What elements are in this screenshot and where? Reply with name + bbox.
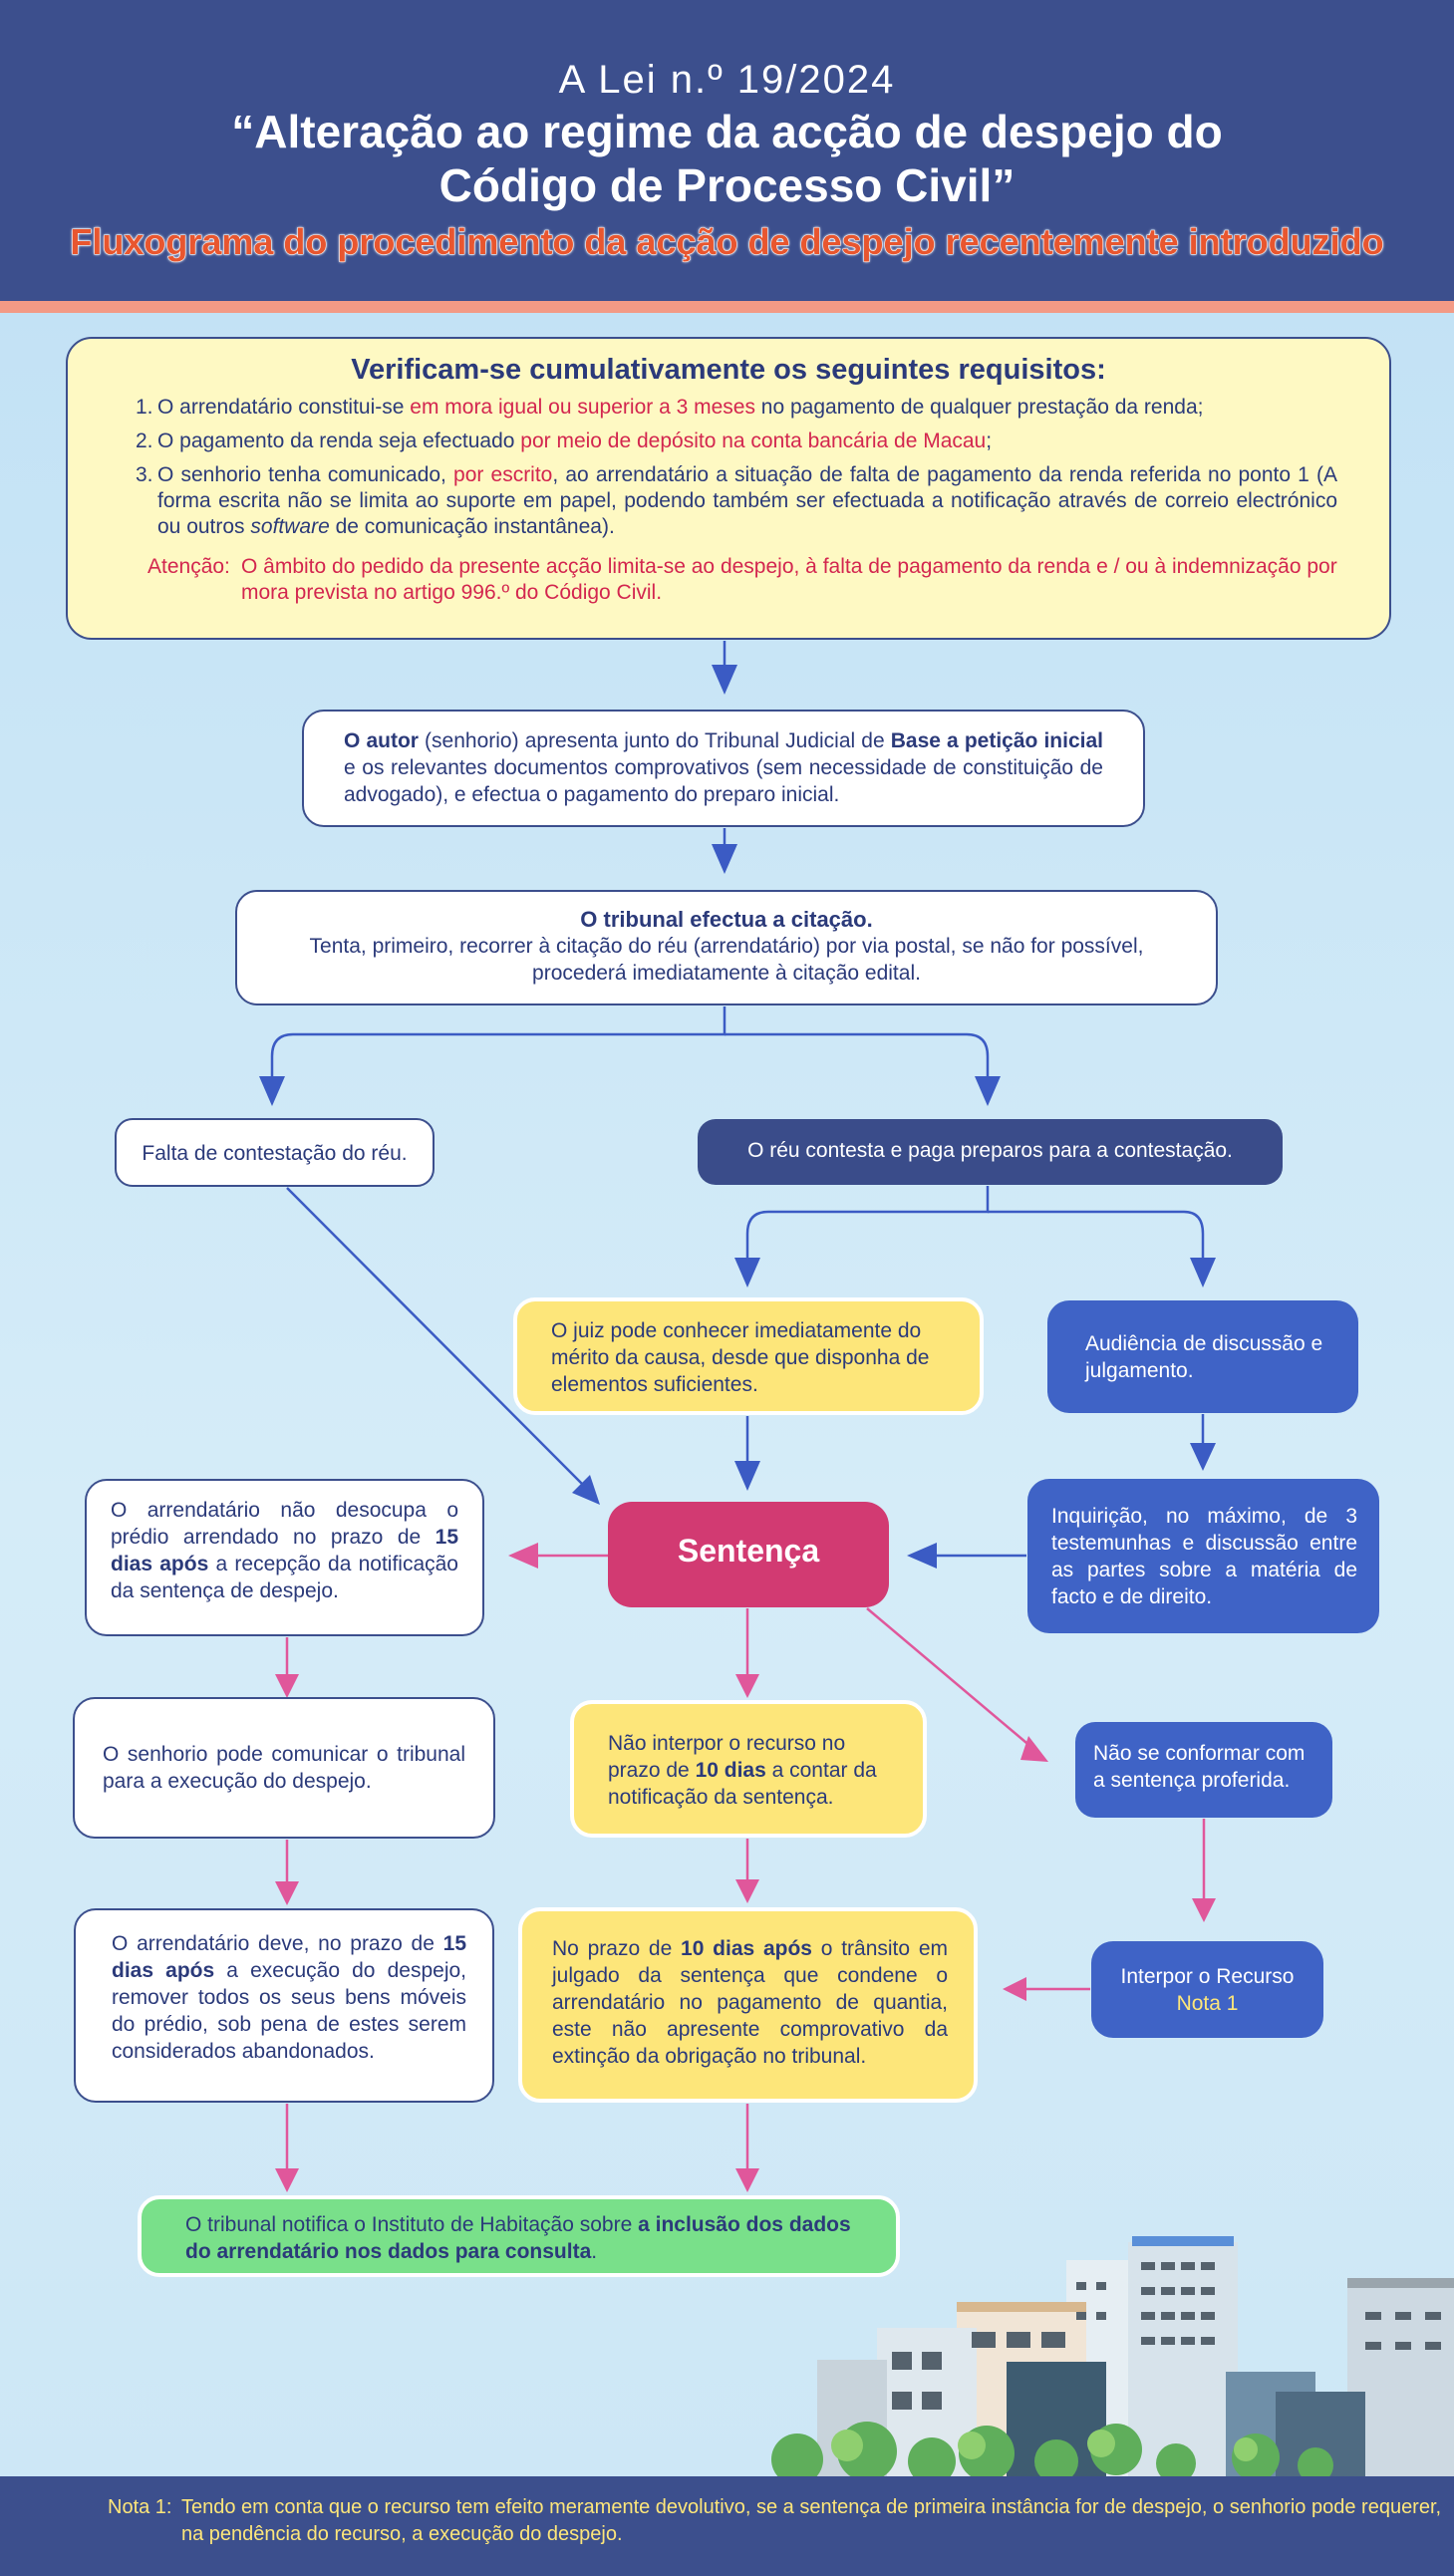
step-bold-text: Base a petição inicial <box>890 729 1103 752</box>
requirement-number: 1. <box>136 396 153 419</box>
requirement-item: 3. O senhorio tenha comunicado, por escr… <box>120 462 1337 540</box>
requirement-highlight: por meio de depósito na conta bancária d… <box>520 429 987 452</box>
requirement-text-part: ; <box>986 429 993 452</box>
footer-note: Nota 1: Tendo em conta que o recurso tem… <box>0 2476 1454 2576</box>
step-text: a execução do despejo, remover todos os … <box>112 1959 467 2063</box>
building-windows <box>892 2262 1441 2410</box>
sentence-node: Sentença <box>608 1502 889 1607</box>
step-contest: O réu contesta e paga preparos para a co… <box>698 1119 1283 1185</box>
page-subtitle: Fluxograma do procedimento da acção de d… <box>70 221 1384 263</box>
footer-note-row: Nota 1: Tendo em conta que o recurso tem… <box>108 2494 1454 2548</box>
requirement-text-part: O arrendatário constitui-se <box>157 396 411 419</box>
pink-connectors <box>285 1554 1206 2170</box>
step-witnesses: Inquirição, no máximo, de 3 testemunhas … <box>1027 1479 1379 1633</box>
step-bold-text: 15 dias após <box>112 1932 466 1982</box>
step-hearing: Audiência de discussão e julgamento. <box>1047 1300 1358 1413</box>
footer-note-text: Tendo em conta que o recurso tem efeito … <box>181 2496 1442 2545</box>
step-bold-text: O autor <box>344 729 419 752</box>
step-text: No prazo de <box>552 1937 682 1960</box>
step-no-appeal: Não interpor o recurso no prazo de 10 di… <box>570 1700 927 1838</box>
requirement-highlight: por escrito <box>453 463 553 486</box>
step-text: a contar da notificação da sentença. <box>608 1759 877 1809</box>
requirement-italic: software <box>250 515 330 538</box>
page-title: “Alteração ao regime da acção de despejo… <box>0 105 1454 212</box>
requirement-number: 3. <box>136 463 153 486</box>
step-landlord-execution: O senhorio pode comunicar o tribunal par… <box>73 1697 495 1839</box>
step-remove-goods: O arrendatário deve, no prazo de 15 dias… <box>74 1908 494 2103</box>
footer-note-label: Nota 1: <box>108 2496 172 2518</box>
step-text: O arrendatário não desocupa o prédio arr… <box>111 1499 458 1549</box>
step-text: O tribunal notifica o Instituto de Habit… <box>185 2213 639 2236</box>
tree-highlights <box>831 2430 1258 2461</box>
title-line-1: “Alteração ao regime da acção de despejo… <box>231 106 1223 157</box>
title-line-2: Código de Processo Civil” <box>438 159 1016 211</box>
citation-title: O tribunal efectua a citação. <box>580 907 873 932</box>
step-text: . <box>591 2240 598 2263</box>
city-illustration <box>771 2236 1454 2476</box>
requirements-title: Verificam-se cumulativamente os seguinte… <box>351 354 1106 386</box>
requirement-item: 2. O pagamento da renda seja efectuado p… <box>120 429 1337 454</box>
step-appeal: Interpor o Recurso Nota 1 <box>1091 1941 1323 2038</box>
step-text: a recepção da notificação da sentença de… <box>111 1553 458 1602</box>
step-author-petition: O autor (senhorio) apresenta junto do Tr… <box>302 710 1145 827</box>
requirement-text-part: O pagamento da renda seja efectuado <box>157 429 521 452</box>
step-text: O arrendatário deve, no prazo de <box>112 1932 443 1955</box>
attention-text: O âmbito do pedido da presente acção lim… <box>241 555 1337 604</box>
requirements-box: Verificam-se cumulativamente os seguinte… <box>66 337 1391 640</box>
step-housing-institute: O tribunal notifica o Instituto de Habit… <box>138 2195 900 2277</box>
citation-text: Tenta, primeiro, recorrer à citação do r… <box>309 935 1144 985</box>
requirement-text: O arrendatário constitui-se em mora igua… <box>157 395 1203 421</box>
requirement-text-part: , ao arrendatário a situação de falta de… <box>157 463 1337 538</box>
attention-note: Atenção: O âmbito do pedido da presente … <box>147 554 1337 606</box>
requirement-text: O senhorio tenha comunicado, por escrito… <box>157 462 1337 540</box>
requirement-number: 2. <box>136 429 153 452</box>
requirement-text-part: de comunicação instantânea). <box>329 515 615 538</box>
step-bold-text: 15 dias após <box>111 1526 458 1575</box>
step-judge-merit: O juiz pode conhecer imediatamente do mé… <box>513 1297 984 1415</box>
law-number: A Lei n.º 19/2024 <box>558 58 896 102</box>
step-text: Não interpor o recurso no prazo de <box>608 1732 846 1782</box>
step-no-contest: Falta de contestação do réu. <box>115 1118 435 1187</box>
requirement-text-part: O senhorio tenha comunicado, <box>157 463 454 486</box>
appeal-note-ref: Nota 1 <box>1176 1992 1239 2015</box>
step-ten-days-payment: No prazo de 10 dias após o trânsito em j… <box>518 1907 978 2103</box>
header-divider <box>0 301 1454 313</box>
step-citation: O tribunal efectua a citação. Tenta, pri… <box>235 890 1218 1005</box>
step-not-vacate: O arrendatário não desocupa o prédio arr… <box>85 1479 484 1636</box>
step-bold-text: 10 dias após <box>681 1937 812 1960</box>
requirement-highlight: em mora igual ou superior a 3 meses <box>410 396 755 419</box>
requirement-text-part: no pagamento de qualquer prestação da re… <box>754 396 1204 419</box>
step-text: (senhorio) apresenta junto do Tribunal J… <box>418 729 891 752</box>
step-text: e os relevantes documentos comprovativos… <box>344 756 1103 806</box>
step-bold-text: a inclusão dos dados do arrendatário nos… <box>185 2213 851 2263</box>
step-disagree: Não se conformar com a sentença proferid… <box>1075 1722 1332 1818</box>
blue-arrowheads <box>259 665 1216 1569</box>
header-banner: A Lei n.º 19/2024 “Alteração ao regime d… <box>0 0 1454 301</box>
appeal-label: Interpor o Recurso <box>1120 1965 1295 1988</box>
requirement-item: 1. O arrendatário constitui-se em mora i… <box>120 395 1337 421</box>
blue-connectors <box>270 641 1205 1558</box>
attention-label: Atenção: <box>147 555 230 578</box>
pink-arrowheads <box>275 1543 1216 2192</box>
step-bold-text: 10 dias <box>695 1759 766 1782</box>
step-text: o trânsito em julgado da sentença que co… <box>552 1937 948 2068</box>
requirement-text: O pagamento da renda seja efectuado por … <box>157 429 992 454</box>
